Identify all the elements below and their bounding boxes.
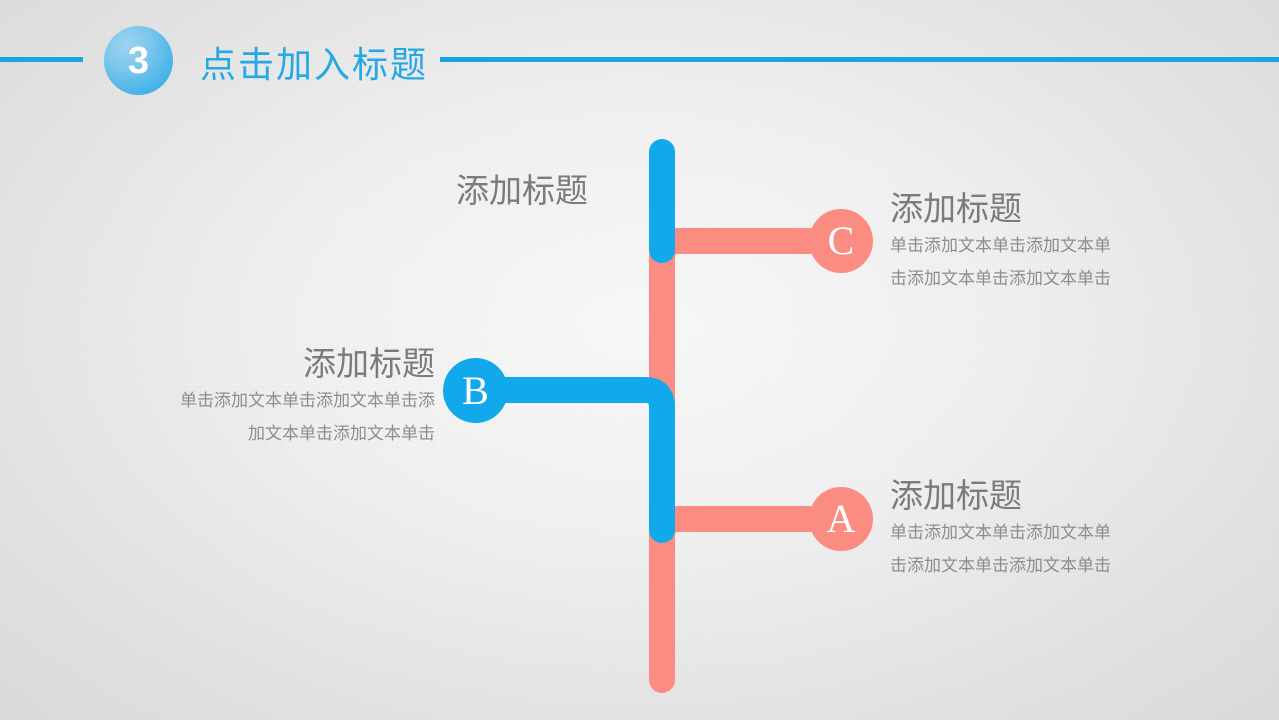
node-c-body-line1: 单击添加文本单击添加文本单 [890, 235, 1111, 255]
section-number-badge: 3 [104, 26, 173, 95]
header-rule-left [0, 57, 83, 62]
node-c[interactable]: C [809, 209, 873, 273]
node-a-body-line2: 击添加文本单击添加文本单击 [890, 556, 1111, 576]
node-a-text: 添加标题 单击添加文本单击添加文本单 击添加文本单击添加文本单击 [890, 477, 1111, 582]
header-rule-right [440, 57, 1279, 62]
node-b-title: 添加标题 [303, 345, 435, 382]
node-a-letter: A [826, 496, 856, 541]
connector-blue-branch-b [463, 377, 675, 543]
section-number: 3 [127, 39, 150, 82]
node-a-title: 添加标题 [890, 477, 1022, 514]
node-c-body-line2: 击添加文本单击添加文本单击 [890, 269, 1111, 289]
diagram-top-label: 添加标题 [456, 172, 588, 209]
node-b-body-line1: 单击添加文本单击添加文本单击添 [180, 390, 435, 410]
node-b-body-line2: 加文本单击添加文本单击 [248, 424, 435, 444]
node-c-text: 添加标题 单击添加文本单击添加文本单 击添加文本单击添加文本单击 [890, 190, 1111, 295]
connector-salmon-trunk [649, 228, 853, 693]
node-a[interactable]: A [809, 487, 873, 551]
node-b-text: 添加标题 单击添加文本单击添加文本单击添 加文本单击添加文本单击 [135, 345, 435, 450]
page-title: 点击加入标题 [200, 44, 429, 85]
node-b-letter: B [462, 367, 489, 413]
node-c-title: 添加标题 [890, 190, 1022, 227]
node-b[interactable]: B [443, 358, 508, 423]
node-c-letter: C [827, 218, 855, 263]
node-a-body-line1: 单击添加文本单击添加文本单 [890, 522, 1111, 542]
